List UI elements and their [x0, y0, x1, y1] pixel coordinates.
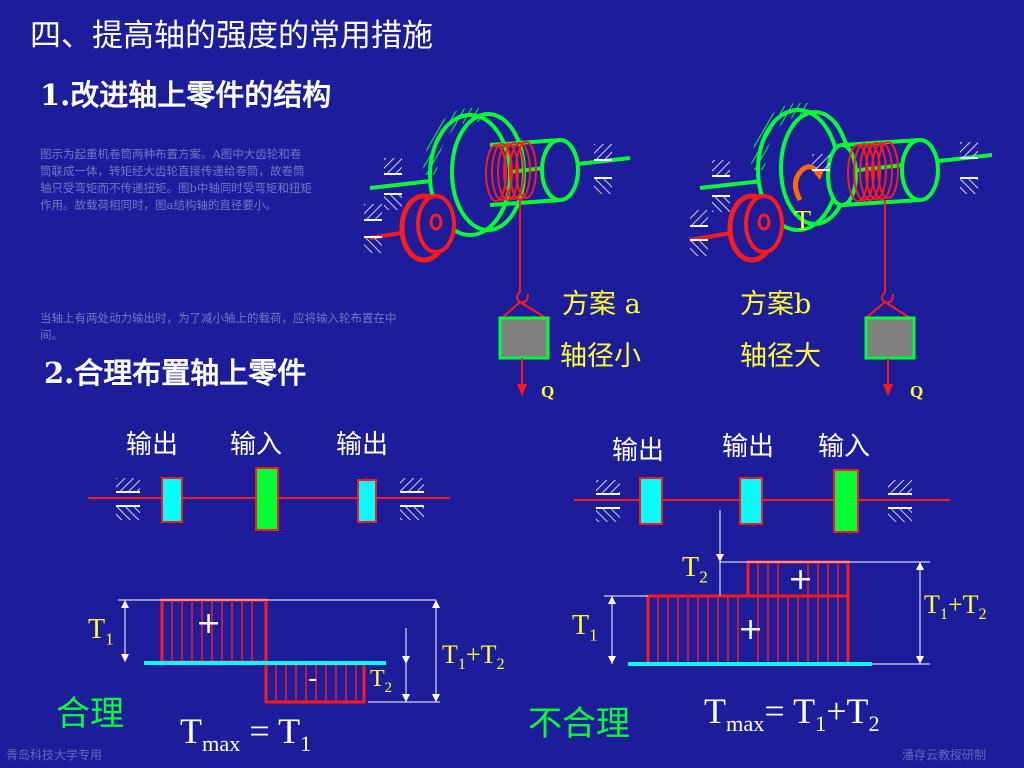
left-output-2-label: 输出 [336, 430, 389, 460]
note-layout: 当轴上有两处动力输出时，为了减小轴上的载荷，应将输入轮布置在中间。 [40, 311, 397, 342]
left-t2-label: T2 [370, 666, 393, 696]
drum-icon [826, 138, 940, 207]
scheme-b-drawing [689, 103, 993, 396]
section-2-heading: 2.合理布置轴上零件 [44, 356, 307, 390]
note-crane-drum: 图示为起重机卷筒两种布置方案。A图中大齿轮和卷筒联成一体，转矩经大齿轮直接传递给… [40, 147, 312, 212]
left-sum-label: T1+T2 [442, 640, 505, 674]
footer-right: 潘存云教授研制 [902, 748, 987, 762]
left-shaft-layout [88, 467, 450, 531]
gear-icon [399, 193, 456, 263]
torque-label: T [794, 206, 812, 237]
right-tmax-formula: Tmax= T1+T2 [704, 691, 880, 737]
left-plus-sign: + [196, 606, 222, 641]
bearing-hatch-icon [116, 478, 424, 520]
left-t1-label: T1 [88, 614, 114, 649]
drum-icon [485, 138, 580, 207]
scheme-a-name: 方案 a [562, 289, 641, 320]
left-torque-diagram [118, 598, 440, 704]
right-verdict: 不合理 [528, 704, 630, 744]
scheme-a-drawing [364, 108, 631, 396]
bearing-hatch-icon [364, 144, 612, 253]
right-output-1-label: 输出 [612, 436, 665, 466]
right-torque-diagram [604, 510, 930, 666]
hook-icon [881, 291, 894, 304]
bearing-hatch-icon [690, 142, 978, 256]
left-tmax-formula: Tmax = T1 [180, 711, 312, 757]
left-input-label: 输入 [230, 430, 283, 460]
left-minus-sign: - [308, 664, 318, 694]
scheme-b-name: 方案b [740, 289, 812, 320]
left-verdict: 合理 [56, 694, 124, 734]
page-title: 四、提高轴的强度的常用措施 [30, 18, 433, 54]
right-shaft-layout [574, 469, 950, 533]
load-label-a: Q [541, 382, 555, 401]
hook-icon [516, 291, 529, 304]
right-sum-label: T1+T2 [924, 590, 987, 624]
right-output-2-label: 输出 [722, 432, 775, 462]
gear-icon [727, 193, 784, 263]
section-1-heading: 1.改进轴上零件的结构 [40, 78, 332, 112]
bearing-hatch-icon [596, 480, 912, 522]
left-output-1-label: 输出 [126, 430, 179, 460]
footer-left: 青岛科技大学专用 [6, 748, 103, 762]
right-input-label: 输入 [818, 432, 871, 462]
right-t2-label: T2 [682, 552, 708, 587]
right-t1-label: T1 [572, 610, 598, 645]
right-plus-bottom: + [738, 612, 764, 647]
load-label-b: Q [910, 382, 924, 401]
scheme-a-desc: 轴径小 [560, 341, 641, 372]
scheme-b-desc: 轴径大 [740, 341, 821, 372]
right-plus-top: + [788, 562, 814, 597]
